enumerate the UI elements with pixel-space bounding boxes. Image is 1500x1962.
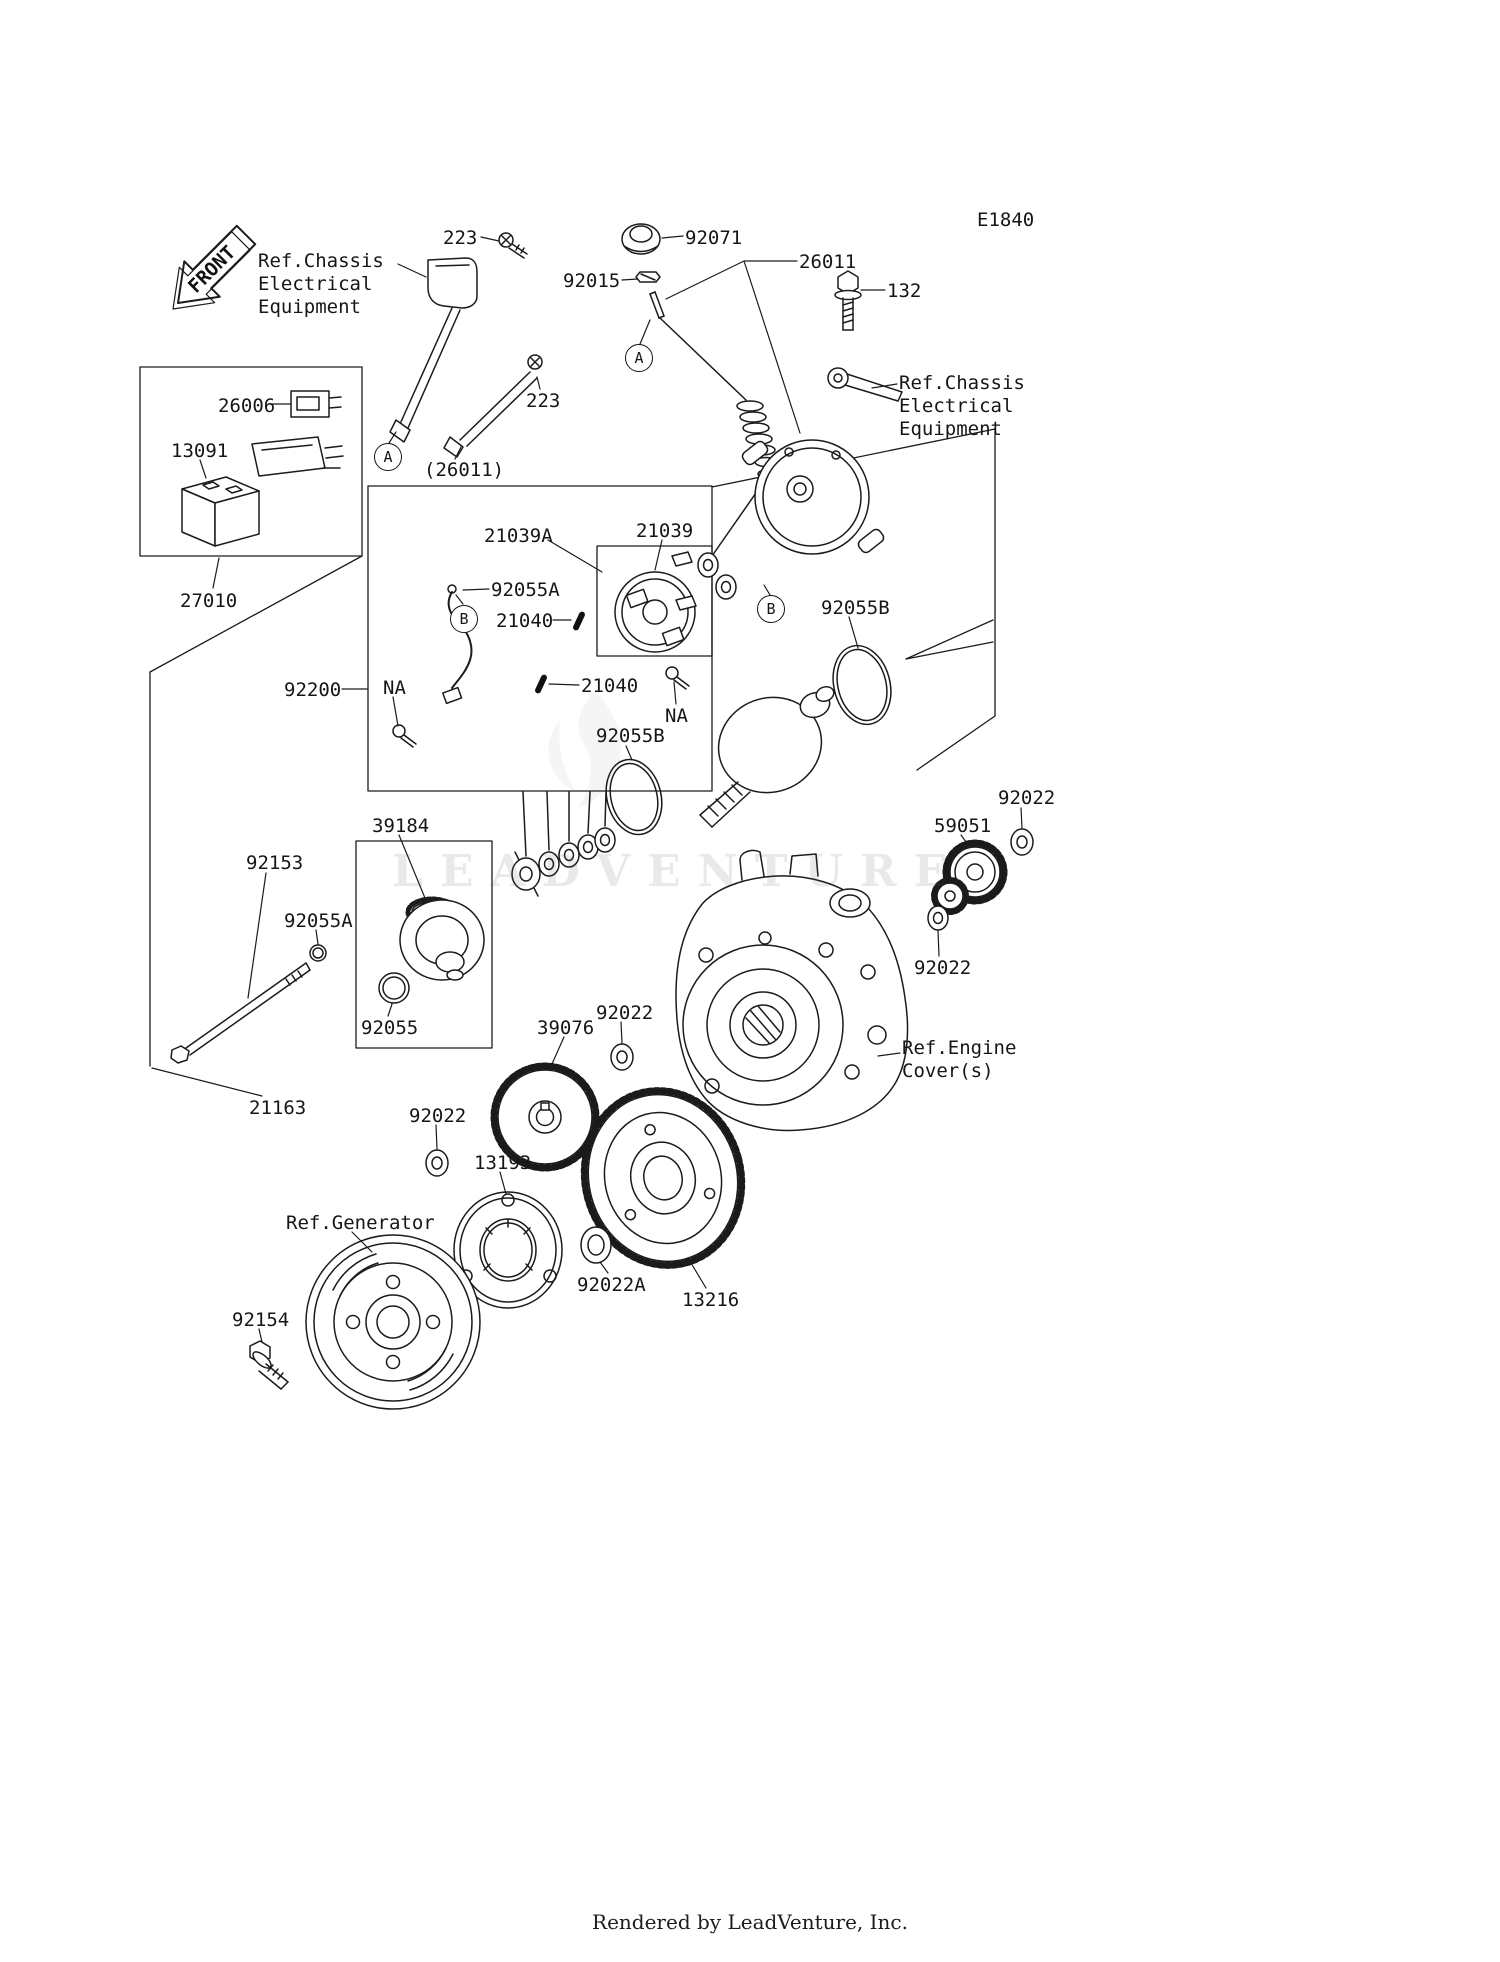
o-ring-92055b-right — [832, 644, 892, 726]
ring-terminal — [827, 367, 903, 402]
washer-92022-center — [610, 1043, 634, 1071]
part-label-92022-3: 92022 — [596, 1002, 654, 1024]
part-label-13091: 13091 — [171, 440, 229, 462]
nut-92015 — [635, 271, 661, 283]
part-label-26006: 26006 — [218, 395, 276, 417]
small-washer-pair — [697, 552, 737, 600]
ref-chassis-electrical-top: Ref.Chassis Electrical Equipment — [258, 250, 384, 318]
cable-bracket — [389, 257, 478, 443]
diagram-code: E1840 — [977, 209, 1035, 231]
part-label-92055a-2: 92055A — [284, 910, 353, 932]
part-label-na-1: NA — [383, 677, 406, 699]
part-label-223-mid: 223 — [526, 390, 561, 412]
part-label-21163: 21163 — [249, 1097, 307, 1119]
ref-engine-cover: Ref.Engine Cover(s) — [902, 1037, 1017, 1082]
ring-gear-13216 — [580, 1087, 746, 1269]
brush-lead-92200 — [442, 584, 473, 705]
part-label-26011-paren: (26011) — [424, 459, 505, 481]
part-label-132: 132 — [887, 280, 922, 302]
part-label-21040-2: 21040 — [581, 675, 639, 697]
screw-na-1 — [392, 724, 417, 748]
watermark-flame — [548, 690, 621, 808]
ref-generator: Ref.Generator — [286, 1212, 435, 1234]
leadventure-watermark: LEADVENTURE — [392, 846, 965, 897]
thrust-washer-row — [511, 791, 616, 897]
o-ring-92055b-center — [605, 758, 663, 836]
part-label-92022a: 92022A — [577, 1274, 646, 1296]
washer-92022-right — [927, 905, 949, 931]
part-label-92200: 92200 — [284, 679, 342, 701]
relay-13091 — [181, 476, 260, 547]
leader-lines — [151, 235, 1023, 1343]
part-label-39184: 39184 — [372, 815, 430, 837]
o-ring-92055 — [378, 972, 410, 1004]
one-way-clutch-13193 — [453, 1191, 563, 1309]
relay-assy-27010 — [251, 436, 344, 477]
connector-26006 — [290, 390, 342, 418]
part-label-92071: 92071 — [685, 227, 743, 249]
callout-b-right: B — [757, 595, 785, 623]
callout-a-top: A — [625, 344, 653, 372]
part-label-92022-2: 92022 — [914, 957, 972, 979]
part-label-92153: 92153 — [246, 852, 304, 874]
washer-92022-topright — [1010, 828, 1034, 856]
starter-end-cover — [741, 439, 885, 555]
part-label-na-2: NA — [665, 705, 688, 727]
engine-cover — [675, 849, 909, 1132]
part-label-92055b-2: 92055B — [596, 725, 665, 747]
part-label-27010: 27010 — [180, 590, 238, 612]
ref-chassis-electrical-right: Ref.Chassis Electrical Equipment — [899, 372, 1025, 440]
footer-credit: Rendered by LeadVenture, Inc. — [592, 1910, 908, 1934]
part-label-92154: 92154 — [232, 1309, 290, 1331]
terminal-pin — [649, 291, 665, 319]
brush-spring-pins-21040 — [535, 611, 585, 694]
idle-gear-39076 — [490, 1062, 600, 1172]
part-label-92055a-1: 92055A — [491, 579, 560, 601]
part-label-13193: 13193 — [474, 1152, 532, 1174]
part-label-21039: 21039 — [636, 520, 694, 542]
part-label-21039a: 21039A — [484, 525, 553, 547]
part-label-92055b-1: 92055B — [821, 597, 890, 619]
part-label-26011: 26011 — [799, 251, 857, 273]
screw-223-top-icon — [498, 232, 528, 259]
bolt-132-icon — [834, 270, 862, 331]
bolt-92154-icon — [249, 1340, 289, 1390]
part-label-92022-4: 92022 — [409, 1105, 467, 1127]
screw-na-2 — [665, 666, 690, 690]
washer-92022a — [580, 1226, 612, 1264]
cap-92071 — [621, 223, 661, 255]
callout-b-center: B — [450, 605, 478, 633]
part-label-13216: 13216 — [682, 1289, 740, 1311]
brush-holder-21039 — [614, 551, 697, 653]
callout-a-left: A — [374, 443, 402, 471]
part-label-21040-1: 21040 — [496, 610, 554, 632]
part-label-92015: 92015 — [563, 270, 621, 292]
idle-gear-59051 — [931, 839, 1008, 915]
reduction-gear-39184 — [399, 896, 485, 981]
part-label-92022-1: 92022 — [998, 787, 1056, 809]
o-ring-92055a-small — [309, 944, 327, 962]
front-arrow-icon: FRONT — [172, 224, 257, 310]
part-label-59051: 59051 — [934, 815, 992, 837]
part-label-223-top: 223 — [443, 227, 478, 249]
part-label-39076: 39076 — [537, 1017, 595, 1039]
washer-92022-lower — [425, 1149, 449, 1177]
part-label-92055: 92055 — [361, 1017, 419, 1039]
flywheel-rotor — [305, 1234, 481, 1410]
through-bolt-92153 — [170, 962, 311, 1064]
armature — [699, 685, 835, 828]
